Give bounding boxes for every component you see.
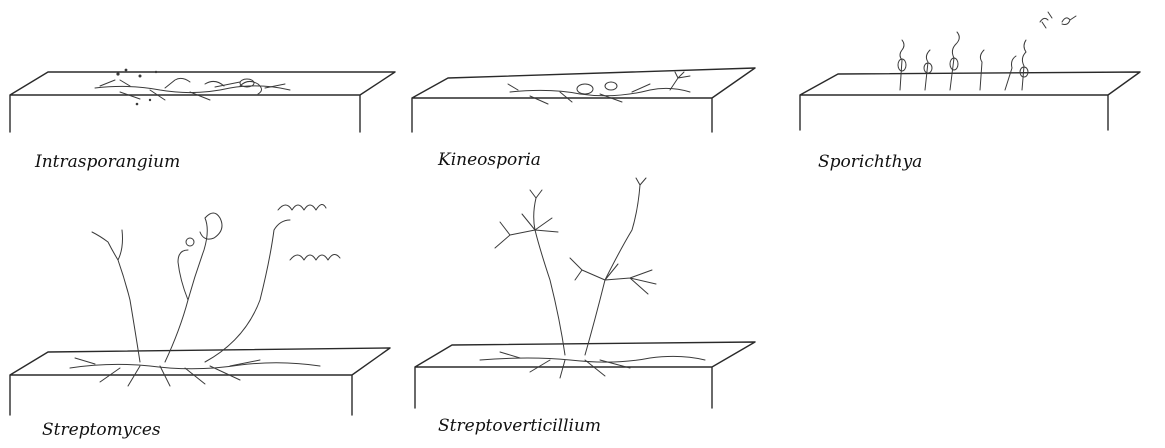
label-streptomyces: Streptomyces: [42, 420, 161, 440]
substrate-mycelium: [480, 352, 705, 378]
label-kineosporia: Kineosporia: [438, 150, 541, 170]
agar-block: [10, 72, 395, 132]
label-sporichthya: Sporichthya: [818, 152, 922, 172]
panel-streptomyces: Streptomyces: [0, 190, 400, 448]
spiral-spore-chains: [186, 204, 340, 260]
substrate-mycelium: [508, 72, 690, 104]
panel-streptoverticillium: Streptoverticillium: [400, 170, 800, 448]
substrate-mycelium: [95, 78, 290, 100]
sporangia: [577, 82, 617, 94]
substrate-mycelium: [70, 358, 320, 386]
agar-block: [412, 68, 755, 132]
streptoverticillium-drawing: [400, 170, 800, 448]
verticils: [495, 178, 656, 294]
agar-block: [10, 348, 390, 415]
label-intrasporangium: Intrasporangium: [35, 152, 180, 172]
aerial-hyphae: [534, 185, 640, 355]
panel-sporichthya: Sporichthya: [790, 0, 1165, 200]
agar-block: [800, 72, 1140, 130]
panel-intrasporangium: Intrasporangium: [0, 0, 380, 200]
aerial-hyphae: [92, 213, 290, 362]
upright-hyphae-with-spore-chains: [898, 32, 1028, 90]
streptomyces-drawing: [0, 190, 400, 448]
motile-spores: [1040, 12, 1076, 28]
agar-block: [415, 342, 755, 408]
label-streptoverticillium: Streptoverticillium: [438, 416, 601, 436]
